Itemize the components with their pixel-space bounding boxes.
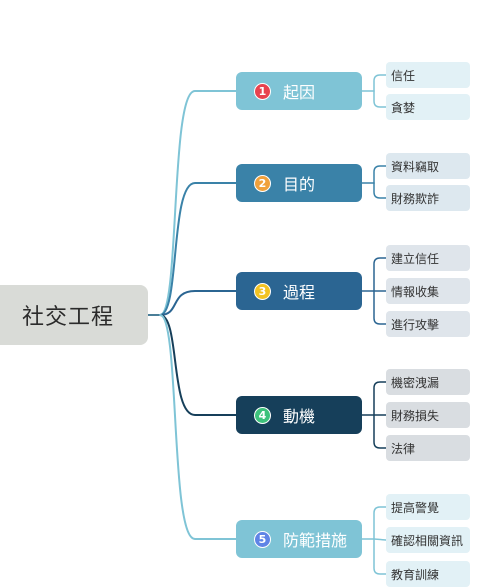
- leaf-secret-leak[interactable]: 機密洩漏: [386, 369, 470, 395]
- number-5-badge: 5: [254, 530, 271, 548]
- leaf-intel-gathering[interactable]: 情報收集: [386, 278, 470, 304]
- leaf-label: 提高警覺: [391, 500, 440, 515]
- leaf-connector: [373, 381, 387, 416]
- branch-connector: [159, 314, 237, 416]
- branch-label: 目的: [283, 175, 316, 194]
- leaf-label: 資料竊取: [391, 159, 440, 174]
- leaf-connector: [373, 538, 387, 575]
- leaf-label: 建立信任: [391, 251, 440, 266]
- leaf-greed[interactable]: 貪婪: [386, 94, 470, 120]
- leaf-law[interactable]: 法律: [386, 435, 470, 461]
- number-1-badge: 1: [254, 82, 271, 100]
- leaf-label: 信任: [391, 68, 416, 83]
- leaf-connector: [373, 290, 387, 325]
- branch-connector: [159, 290, 237, 316]
- leaf-connector: [373, 74, 387, 92]
- leaf-verify-info[interactable]: 確認相關資訊: [386, 527, 470, 553]
- number-4-badge: 4: [254, 406, 271, 424]
- leaf-build-trust[interactable]: 建立信任: [386, 245, 470, 271]
- leaf-data-theft[interactable]: 資料竊取: [386, 153, 470, 179]
- branch-connector: [159, 182, 237, 316]
- branch-cause[interactable]: 1 起因: [236, 72, 362, 110]
- branch-purpose[interactable]: 2 目的: [236, 164, 362, 202]
- leaf-connector: [373, 165, 387, 184]
- leaf-label: 進行攻擊: [391, 317, 440, 332]
- leaf-label: 機密洩漏: [391, 375, 440, 390]
- leaf-connector: [373, 414, 387, 449]
- leaf-connector: [373, 257, 387, 292]
- leaf-connector: [373, 182, 387, 199]
- branch-label: 防範措施: [283, 531, 348, 550]
- leaf-label: 財務損失: [391, 408, 440, 423]
- leaf-financial-loss[interactable]: 財務損失: [386, 402, 470, 428]
- leaf-label: 貪婪: [391, 100, 416, 115]
- leaf-trust[interactable]: 信任: [386, 62, 470, 88]
- root-topic[interactable]: 社交工程: [0, 285, 148, 345]
- branch-prevention[interactable]: 5 防範措施: [236, 520, 362, 558]
- leaf-financial-fraud[interactable]: 財務欺詐: [386, 185, 470, 211]
- number-3-badge: 3: [254, 282, 271, 300]
- leaf-label: 財務欺詐: [391, 191, 440, 206]
- leaf-label: 確認相關資訊: [391, 533, 464, 548]
- branch-connector: [159, 90, 237, 316]
- leaf-attack[interactable]: 進行攻擊: [386, 311, 470, 337]
- leaf-label: 教育訓練: [391, 567, 440, 582]
- leaf-label: 情報收集: [391, 284, 440, 299]
- leaf-education-training[interactable]: 教育訓練: [386, 561, 470, 587]
- leaf-connector: [373, 506, 387, 540]
- branch-motive[interactable]: 4 動機: [236, 396, 362, 434]
- leaf-connector: [373, 90, 387, 108]
- leaf-connector: [373, 538, 387, 541]
- branch-label: 動機: [283, 407, 316, 426]
- leaf-raise-awareness[interactable]: 提高警覺: [386, 494, 470, 520]
- branch-connector: [159, 314, 237, 540]
- root-topic-label: 社交工程: [21, 305, 114, 330]
- branch-label: 起因: [283, 83, 316, 102]
- branch-label: 過程: [283, 283, 316, 302]
- branch-process[interactable]: 3 過程: [236, 272, 362, 310]
- number-2-badge: 2: [254, 174, 271, 192]
- leaf-label: 法律: [391, 441, 416, 456]
